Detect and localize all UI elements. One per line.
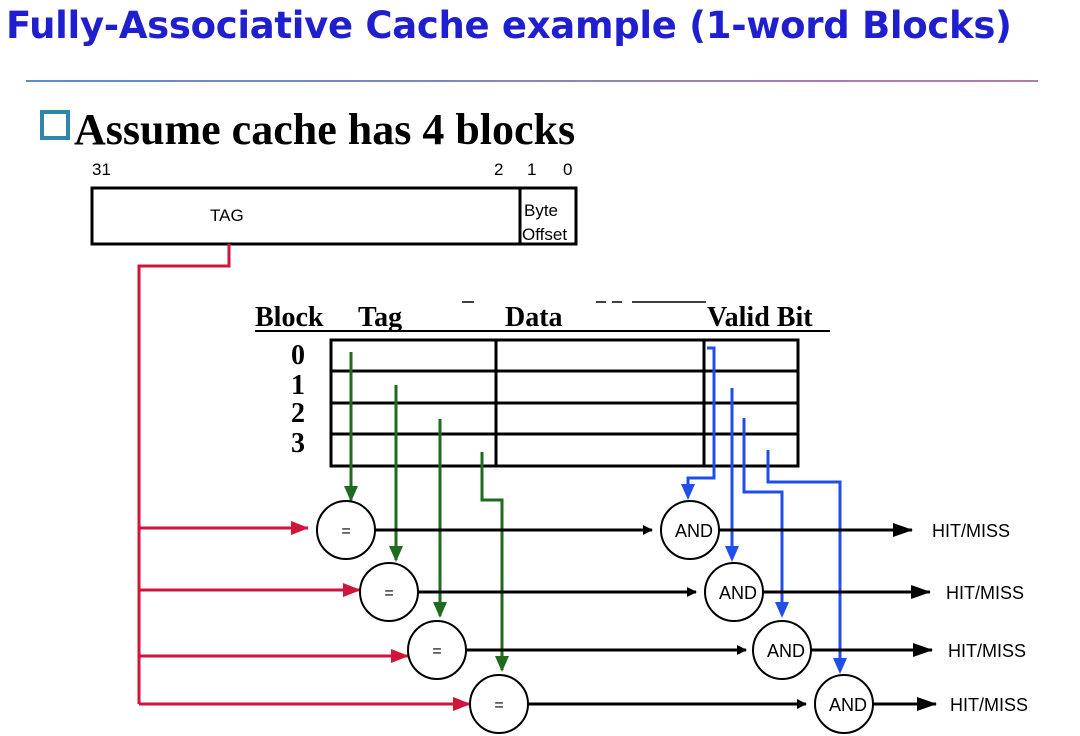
and-gate-0-label: AND — [675, 521, 713, 541]
hit-miss-label-0: HIT/MISS — [932, 521, 1010, 541]
cache-tag-arrowheads — [344, 486, 509, 672]
and-gate-1: AND — [704, 562, 764, 622]
and-gate-1-label: AND — [719, 583, 757, 603]
bit-2-label: 2 — [494, 160, 503, 179]
address-offset-field — [518, 186, 578, 246]
cache-table-grid — [329, 338, 800, 468]
row-label-3: 3 — [291, 428, 305, 459]
comparator-1-symbol: = — [384, 585, 393, 602]
bit-1-label: 1 — [527, 160, 536, 179]
address-tag-field — [90, 186, 522, 246]
tag-field-label: TAG — [210, 206, 244, 225]
header-tag: Tag — [358, 302, 402, 333]
tag-broadcast-wires — [137, 244, 471, 711]
comparator-2-symbol: = — [432, 643, 441, 660]
and-gate-2: AND — [752, 620, 812, 680]
header-block: Block — [255, 302, 324, 333]
row-label-0: 0 — [291, 340, 305, 371]
hit-miss-label-1: HIT/MISS — [946, 583, 1024, 603]
compare-to-and-wires — [376, 525, 807, 709]
and-gate-3-label: AND — [829, 695, 867, 715]
header-data: Data — [505, 302, 563, 333]
header-valid: Valid Bit — [707, 302, 813, 333]
hit-miss-label-3: HIT/MISS — [950, 695, 1028, 715]
bullet-square-icon — [40, 110, 70, 140]
bullet-text: Assume cache has 4 blocks — [74, 105, 576, 154]
offset-label-line1: Byte — [524, 201, 558, 220]
valid-bit-wires — [686, 346, 842, 660]
bit-31-label: 31 — [92, 160, 111, 179]
slide-title: Fully-Associative Cache example (1-word … — [6, 4, 1012, 47]
hit-miss-wires — [718, 523, 937, 711]
and-gate-2-label: AND — [767, 641, 805, 661]
row-label-1: 1 — [291, 370, 305, 401]
comparator-3-symbol: = — [494, 697, 503, 714]
row-label-2: 2 — [291, 398, 305, 429]
title-divider — [26, 80, 1038, 82]
comparator-1: = — [359, 562, 419, 622]
comparator-0-symbol: = — [341, 523, 350, 540]
bullet-row: Assume cache has 4 blocks — [40, 104, 575, 155]
hit-miss-label-2: HIT/MISS — [948, 641, 1026, 661]
comparator-0: = — [316, 500, 376, 560]
offset-label-line2: Offset — [522, 225, 567, 244]
bit-0-label: 0 — [563, 160, 572, 179]
and-gate-0: AND — [660, 500, 720, 560]
cache-tag-wires — [349, 352, 504, 670]
comparator-3: = — [469, 674, 529, 734]
valid-bit-arrowheads — [681, 484, 847, 674]
and-gate-3: AND — [814, 674, 874, 734]
comparator-2: = — [407, 620, 467, 680]
